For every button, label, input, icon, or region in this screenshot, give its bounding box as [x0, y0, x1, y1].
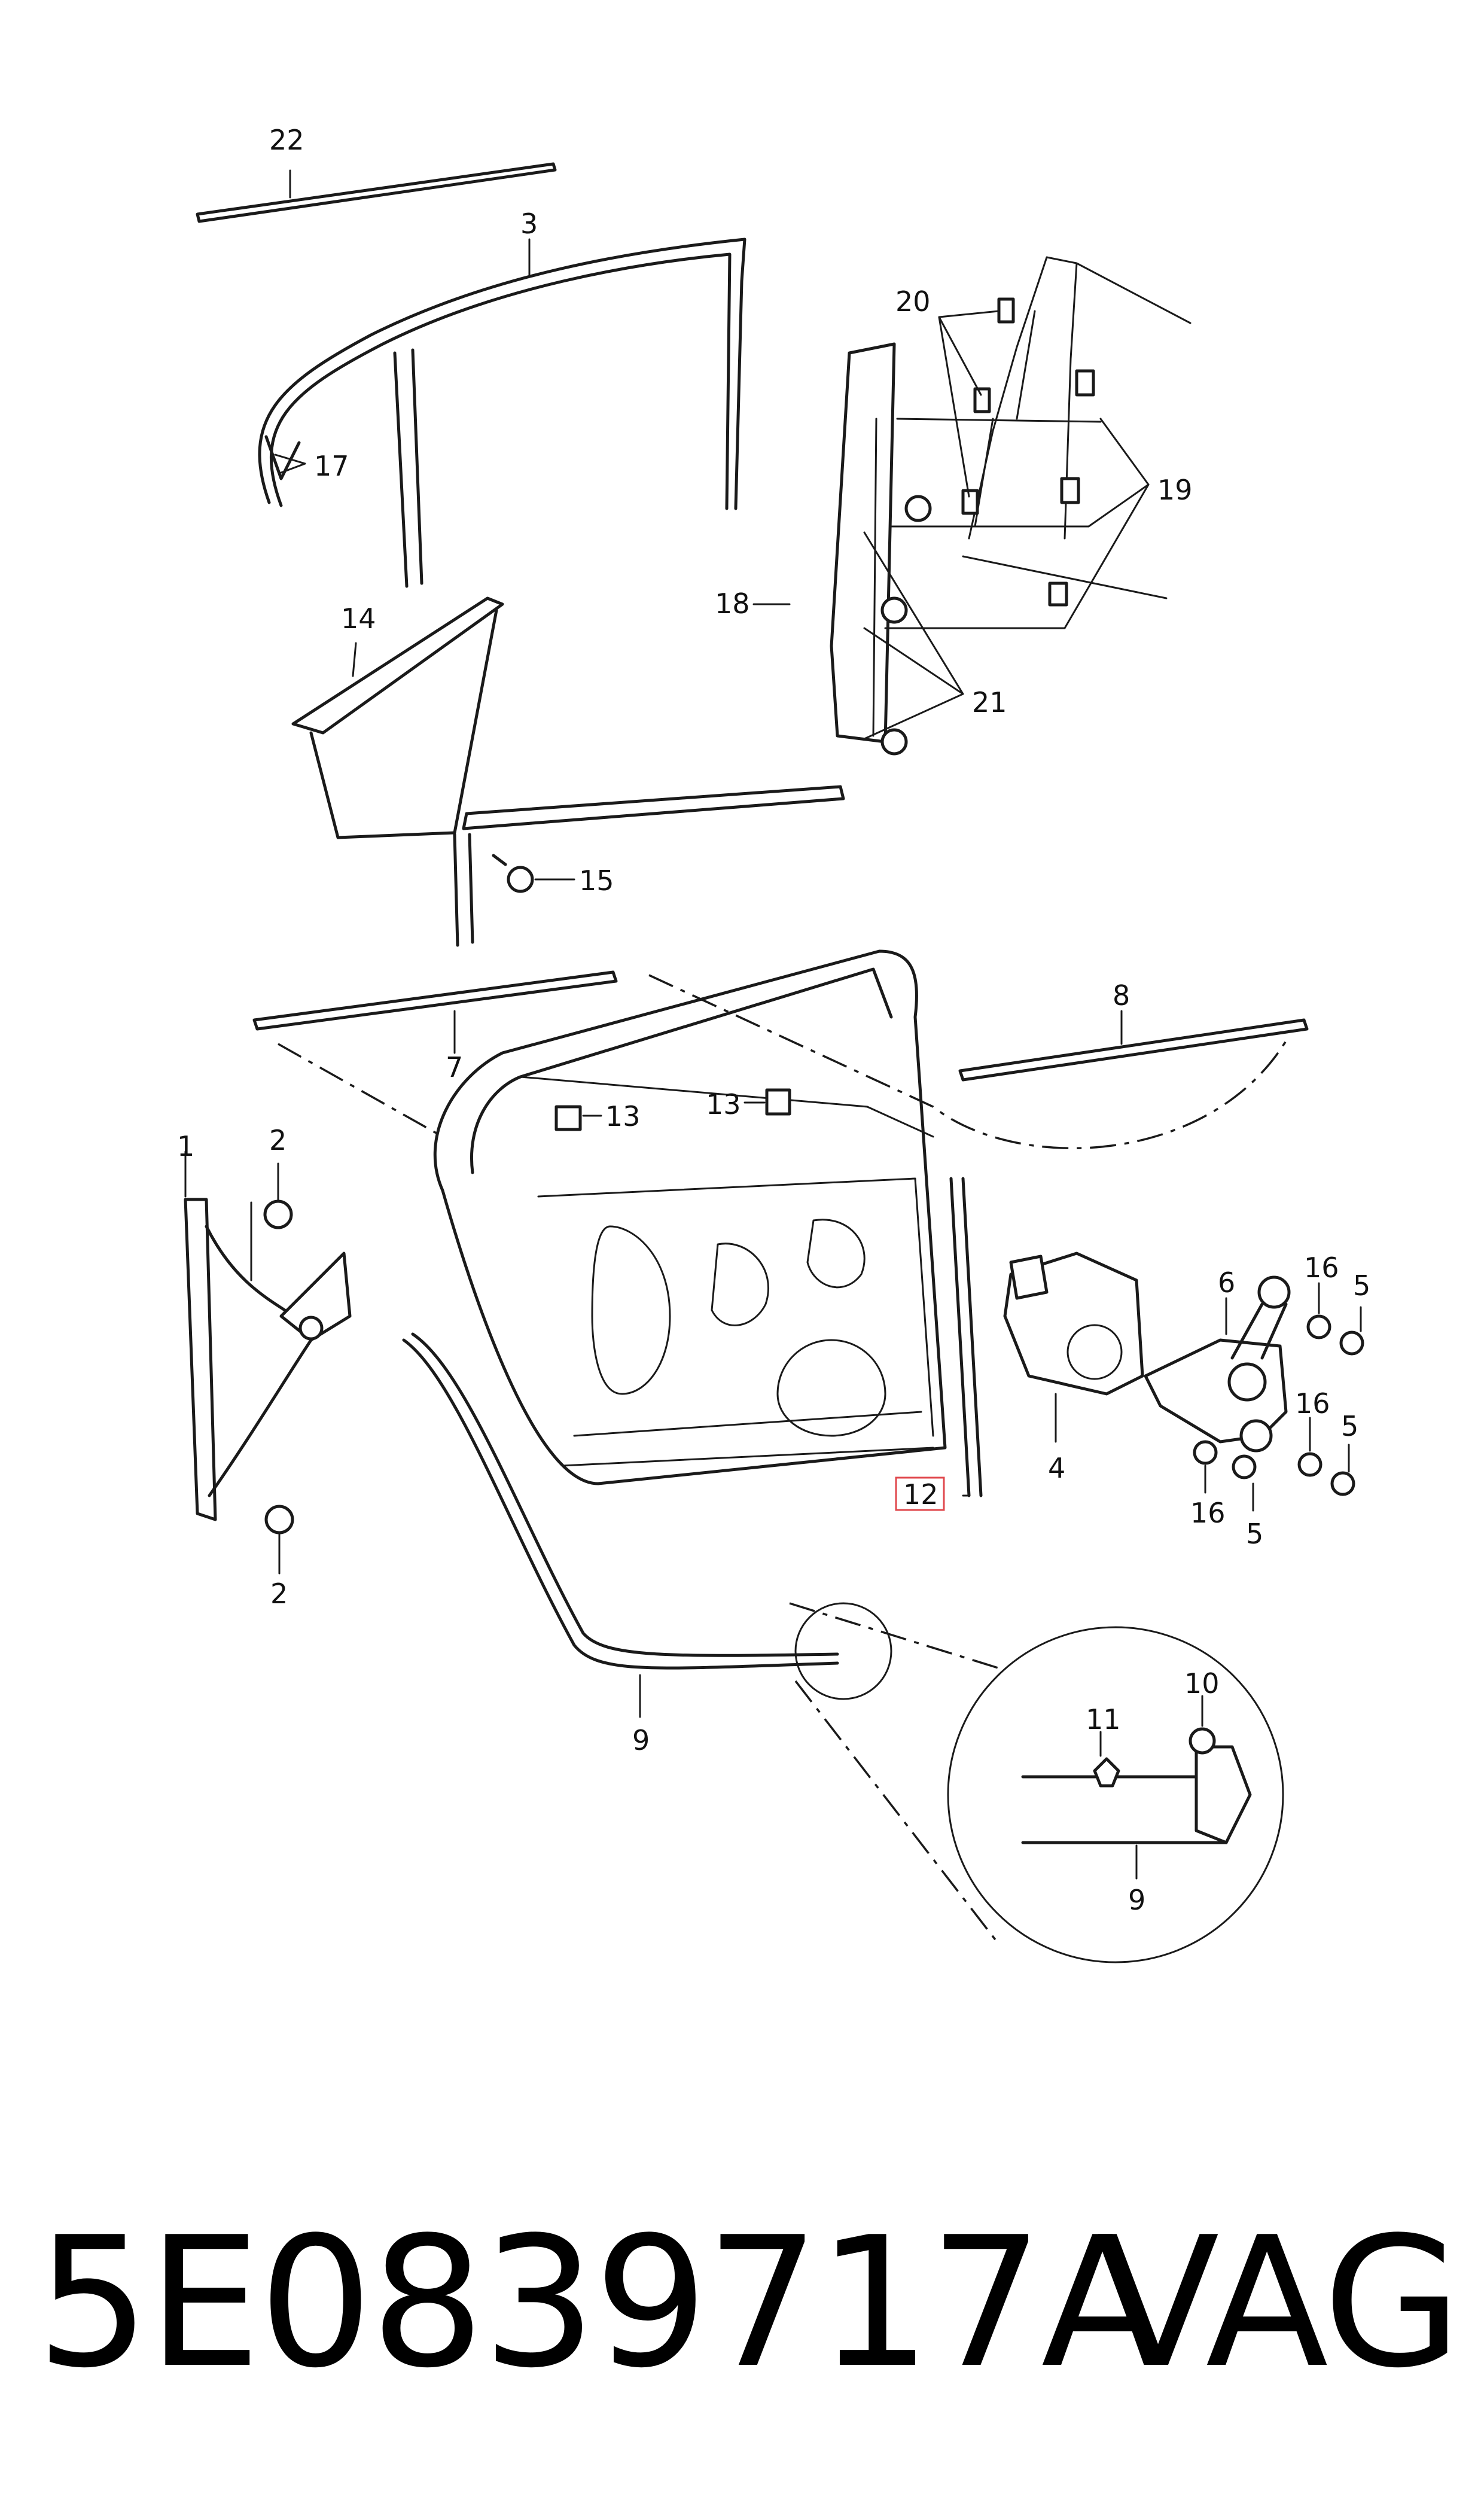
part-2-nuts [250, 1162, 294, 1575]
part-3-frame-seal [258, 238, 746, 588]
callout-17: 17 [314, 450, 349, 482]
footer: 5E0839717A VAG [36, 2199, 1462, 2407]
callout-13a: 13 [605, 1100, 641, 1132]
callout-9a: 9 [632, 1724, 650, 1756]
callout-2b: 2 [270, 1578, 288, 1610]
part-16-washers [1193, 1282, 1331, 1494]
callout-16b: 16 [1295, 1387, 1330, 1420]
highlight-box-12 [895, 1476, 945, 1511]
part-7-inner-sill [252, 970, 618, 1054]
callout-9b: 9 [1128, 1884, 1145, 1916]
callout-4: 4 [1048, 1452, 1065, 1484]
callout-22: 22 [269, 124, 304, 156]
part-15-bolt [492, 854, 575, 893]
callout-10: 10 [1184, 1667, 1220, 1700]
part-20-clips [938, 297, 1015, 515]
part-9-door-seal [402, 1332, 839, 1718]
part-19-clips [884, 369, 1150, 629]
part-6-mechanism [1144, 1275, 1291, 1453]
part-8-outer-sill [958, 1010, 1309, 1082]
callout-12: 12 [903, 1478, 938, 1511]
callout-5a: 5 [1353, 1269, 1370, 1302]
part-5-bolts [1232, 1306, 1364, 1512]
callout-5b: 5 [1341, 1410, 1358, 1442]
callout-13b: 13 [706, 1088, 741, 1121]
callout-8: 8 [1113, 979, 1130, 1012]
door-shell [433, 949, 947, 1485]
callout-16c: 16 [1190, 1497, 1226, 1529]
callout-15: 15 [579, 864, 614, 897]
callout-19: 19 [1157, 474, 1193, 506]
callout-6: 6 [1218, 1266, 1235, 1299]
part-17-callout-lines [274, 453, 306, 474]
callout-7: 7 [446, 1051, 463, 1083]
part-1-regulator [184, 1150, 352, 1521]
part-4-motor [1003, 1252, 1144, 1443]
part-22-trim-strip [196, 162, 557, 223]
callout-20: 20 [895, 285, 931, 318]
part-14-quarter-glass [291, 596, 845, 947]
part-number: 5E0839717A [36, 2199, 1164, 2407]
brand-label: VAG [1096, 2199, 1462, 2407]
callout-2a: 2 [269, 1124, 287, 1156]
part-18-pillar-trim [752, 342, 896, 744]
part-21-screws [863, 495, 964, 756]
callout-21: 21 [972, 686, 1007, 718]
detail-callout [789, 1602, 1284, 1963]
callout-5c: 5 [1246, 1518, 1263, 1550]
part-13-clips [554, 1088, 791, 1131]
callout-1: 1 [177, 1130, 194, 1162]
callout-14: 14 [341, 602, 376, 635]
callout-18: 18 [715, 587, 750, 620]
callout-16a: 16 [1304, 1252, 1339, 1284]
callout-11: 11 [1086, 1703, 1121, 1735]
body-pillar-section [962, 256, 1192, 599]
part-12-guide-rail [949, 1177, 983, 1497]
callout-3: 3 [520, 208, 538, 240]
